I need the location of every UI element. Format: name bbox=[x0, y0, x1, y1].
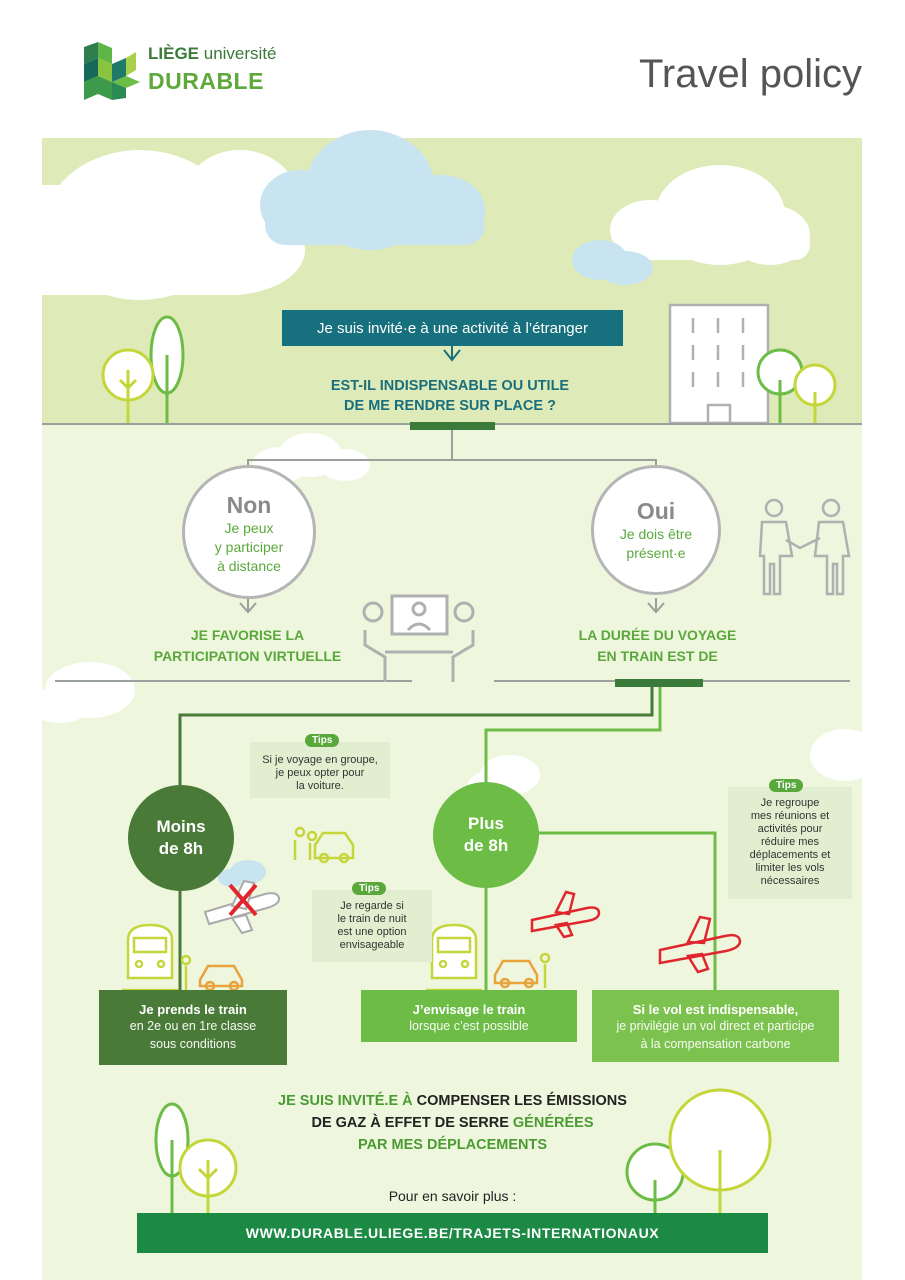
tree-icon bbox=[154, 1102, 238, 1213]
plane-crossed-icon bbox=[203, 879, 281, 935]
cloud-icon bbox=[572, 240, 653, 285]
cloud-icon bbox=[260, 130, 485, 250]
car-icon bbox=[198, 964, 244, 992]
cloud-icon bbox=[30, 662, 135, 723]
tips-badge: Tips bbox=[769, 779, 804, 792]
option-flight-box: Si le vol est indispensable, je privilég… bbox=[592, 990, 839, 1062]
building-icon bbox=[668, 303, 770, 425]
tips-badge: Tips bbox=[352, 882, 387, 895]
car-icon bbox=[293, 826, 355, 864]
cloud-icon bbox=[810, 729, 880, 781]
no-title: Non bbox=[226, 492, 272, 518]
tips-car-box: Si je voyage en groupe,je peux opter pou… bbox=[250, 742, 390, 798]
car-icon bbox=[493, 959, 539, 989]
uliege-logo-icon bbox=[84, 42, 140, 100]
no-circle: Non Je peux y participer à distance bbox=[182, 465, 316, 599]
logo-line-1: LIÈGE université bbox=[148, 44, 277, 63]
tree-icon bbox=[101, 315, 185, 424]
yes-circle: Oui Je dois être présent·e bbox=[591, 465, 721, 595]
more-info-label: Pour en savoir plus : bbox=[388, 1188, 517, 1204]
person-icon bbox=[180, 954, 192, 990]
plane-icon bbox=[658, 915, 742, 974]
page-title: Travel policy bbox=[638, 52, 862, 96]
cloud-icon bbox=[42, 150, 305, 300]
option-train-box: Je prends le train en 2e ou en 1re class… bbox=[99, 990, 287, 1065]
tree-icon bbox=[756, 348, 837, 424]
handshake-icon bbox=[758, 498, 851, 596]
train-icon bbox=[426, 923, 482, 992]
video-conference-icon bbox=[362, 594, 475, 682]
train-icon bbox=[122, 923, 178, 992]
invite-box: Je suis invité·e à une activité à l’étra… bbox=[282, 310, 623, 346]
option-consider-train-box: J’envisage le train lorsque c’est possib… bbox=[361, 990, 577, 1042]
cloud-icon bbox=[252, 433, 370, 483]
cloud-icon bbox=[610, 165, 810, 265]
plane-icon bbox=[530, 890, 601, 939]
yes-title: Oui bbox=[636, 498, 676, 524]
compensation-statement: JE SUIS INVITÉ.E À COMPENSER LES ÉMISSIO… bbox=[278, 1093, 627, 1153]
logo-line-2: DURABLE bbox=[148, 68, 264, 94]
tips-badge: Tips bbox=[305, 734, 340, 747]
tree-icon bbox=[625, 1088, 772, 1213]
cloud-icon bbox=[218, 860, 266, 887]
person-icon bbox=[539, 952, 551, 988]
more-info-link[interactable]: WWW.DURABLE.ULIEGE.BE/TRAJETS-INTERNATIO… bbox=[137, 1213, 768, 1253]
